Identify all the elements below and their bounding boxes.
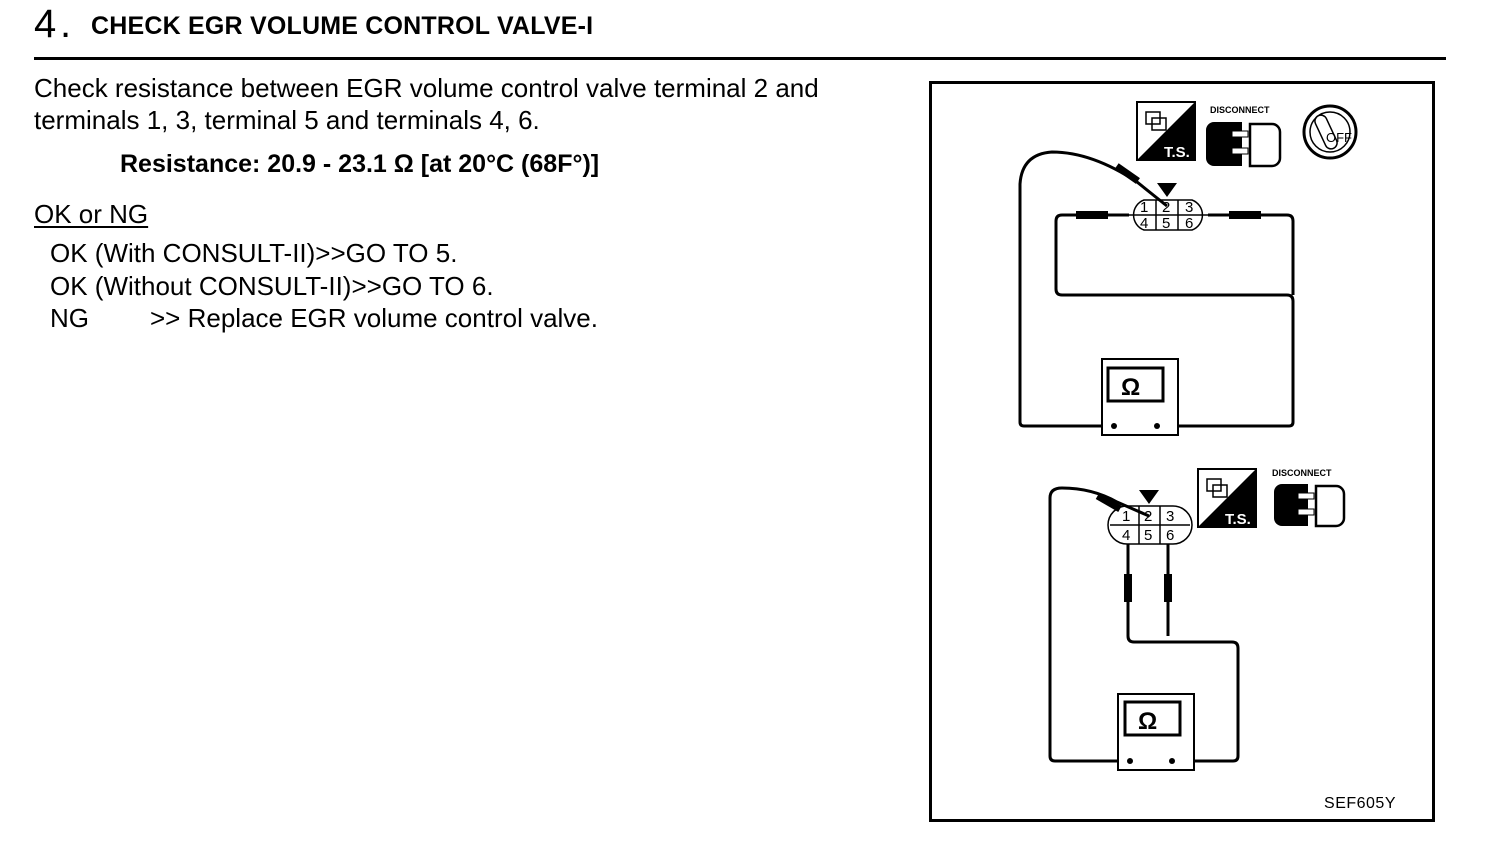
svg-text:5: 5: [1162, 215, 1170, 232]
disconnect-icon: DISCONNECT: [1206, 105, 1282, 168]
step-number: 4: [34, 2, 57, 46]
instruction-line-2: terminals 1, 3, terminal 5 and terminals…: [34, 105, 540, 135]
ts-harness-icon: T.S.: [1136, 101, 1196, 161]
ohmmeter-icon: Ω: [1101, 358, 1179, 436]
svg-text:Ω: Ω: [1138, 708, 1157, 735]
svg-text:4: 4: [1140, 215, 1148, 232]
svg-text:OFF: OFF: [1326, 130, 1352, 145]
svg-text:DISCONNECT: DISCONNECT: [1272, 468, 1332, 478]
ohmmeter-icon: Ω: [1117, 693, 1195, 771]
svg-text:1: 1: [1122, 508, 1130, 525]
result-ok-consult: OK (With CONSULT-II)>>GO TO 5.: [50, 238, 457, 269]
instruction-text: Check resistance between EGR volume cont…: [34, 72, 924, 136]
svg-text:2: 2: [1162, 199, 1170, 216]
wires-top: [1018, 150, 1295, 428]
step-title: CHECK EGR VOLUME CONTROL VALVE-I: [91, 12, 594, 40]
svg-text:Ω: Ω: [1121, 374, 1140, 401]
svg-text:DISCONNECT: DISCONNECT: [1210, 105, 1270, 115]
svg-text:6: 6: [1166, 527, 1174, 544]
svg-text:3: 3: [1185, 199, 1193, 216]
instruction-line-1: Check resistance between EGR volume cont…: [34, 73, 819, 103]
step-number-dot: .: [60, 2, 72, 46]
svg-text:3: 3: [1166, 508, 1174, 525]
header-rule: [34, 57, 1446, 60]
ignition-off-icon: OFF: [1302, 104, 1358, 160]
svg-text:1: 1: [1140, 199, 1148, 216]
result-text: >> Replace EGR volume control valve.: [150, 303, 598, 333]
svg-text:T.S.: T.S.: [1225, 511, 1251, 528]
okng-heading: OK or NG: [34, 199, 149, 229]
svg-text:5: 5: [1144, 527, 1152, 544]
svg-text:4: 4: [1122, 527, 1130, 544]
result-key: NG: [50, 303, 89, 333]
connector-bottom: 1 2 3 4 5 6: [1107, 490, 1193, 545]
result-text: OK (Without CONSULT-II)>>GO TO 6.: [50, 271, 494, 301]
ts-harness-icon: T.S.: [1197, 468, 1257, 528]
svg-text:6: 6: [1185, 215, 1193, 232]
probe-tips-top: [1076, 163, 1261, 219]
disconnect-icon: DISCONNECT: [1272, 468, 1346, 528]
wiring-figure: T.S. DISCONNECT OFF 1 2 3 4: [929, 81, 1435, 822]
result-text: OK (With CONSULT-II)>>GO TO 5.: [50, 238, 458, 268]
wiring-diagram: T.S. DISCONNECT OFF 1 2 3 4: [1018, 101, 1358, 771]
svg-text:T.S.: T.S.: [1164, 144, 1190, 161]
connector-top: 1 2 3 4 5 6: [1128, 183, 1208, 232]
result-ok-no-consult: OK (Without CONSULT-II)>>GO TO 6.: [50, 271, 494, 302]
probe-tips-bottom: [1095, 492, 1172, 602]
resistance-spec: Resistance: 20.9 - 23.1 Ω [at 20°C (68F°…: [120, 150, 600, 178]
result-ng: NG >> Replace EGR volume control valve.: [50, 303, 598, 334]
figure-code: SEF605Y: [1324, 795, 1396, 812]
